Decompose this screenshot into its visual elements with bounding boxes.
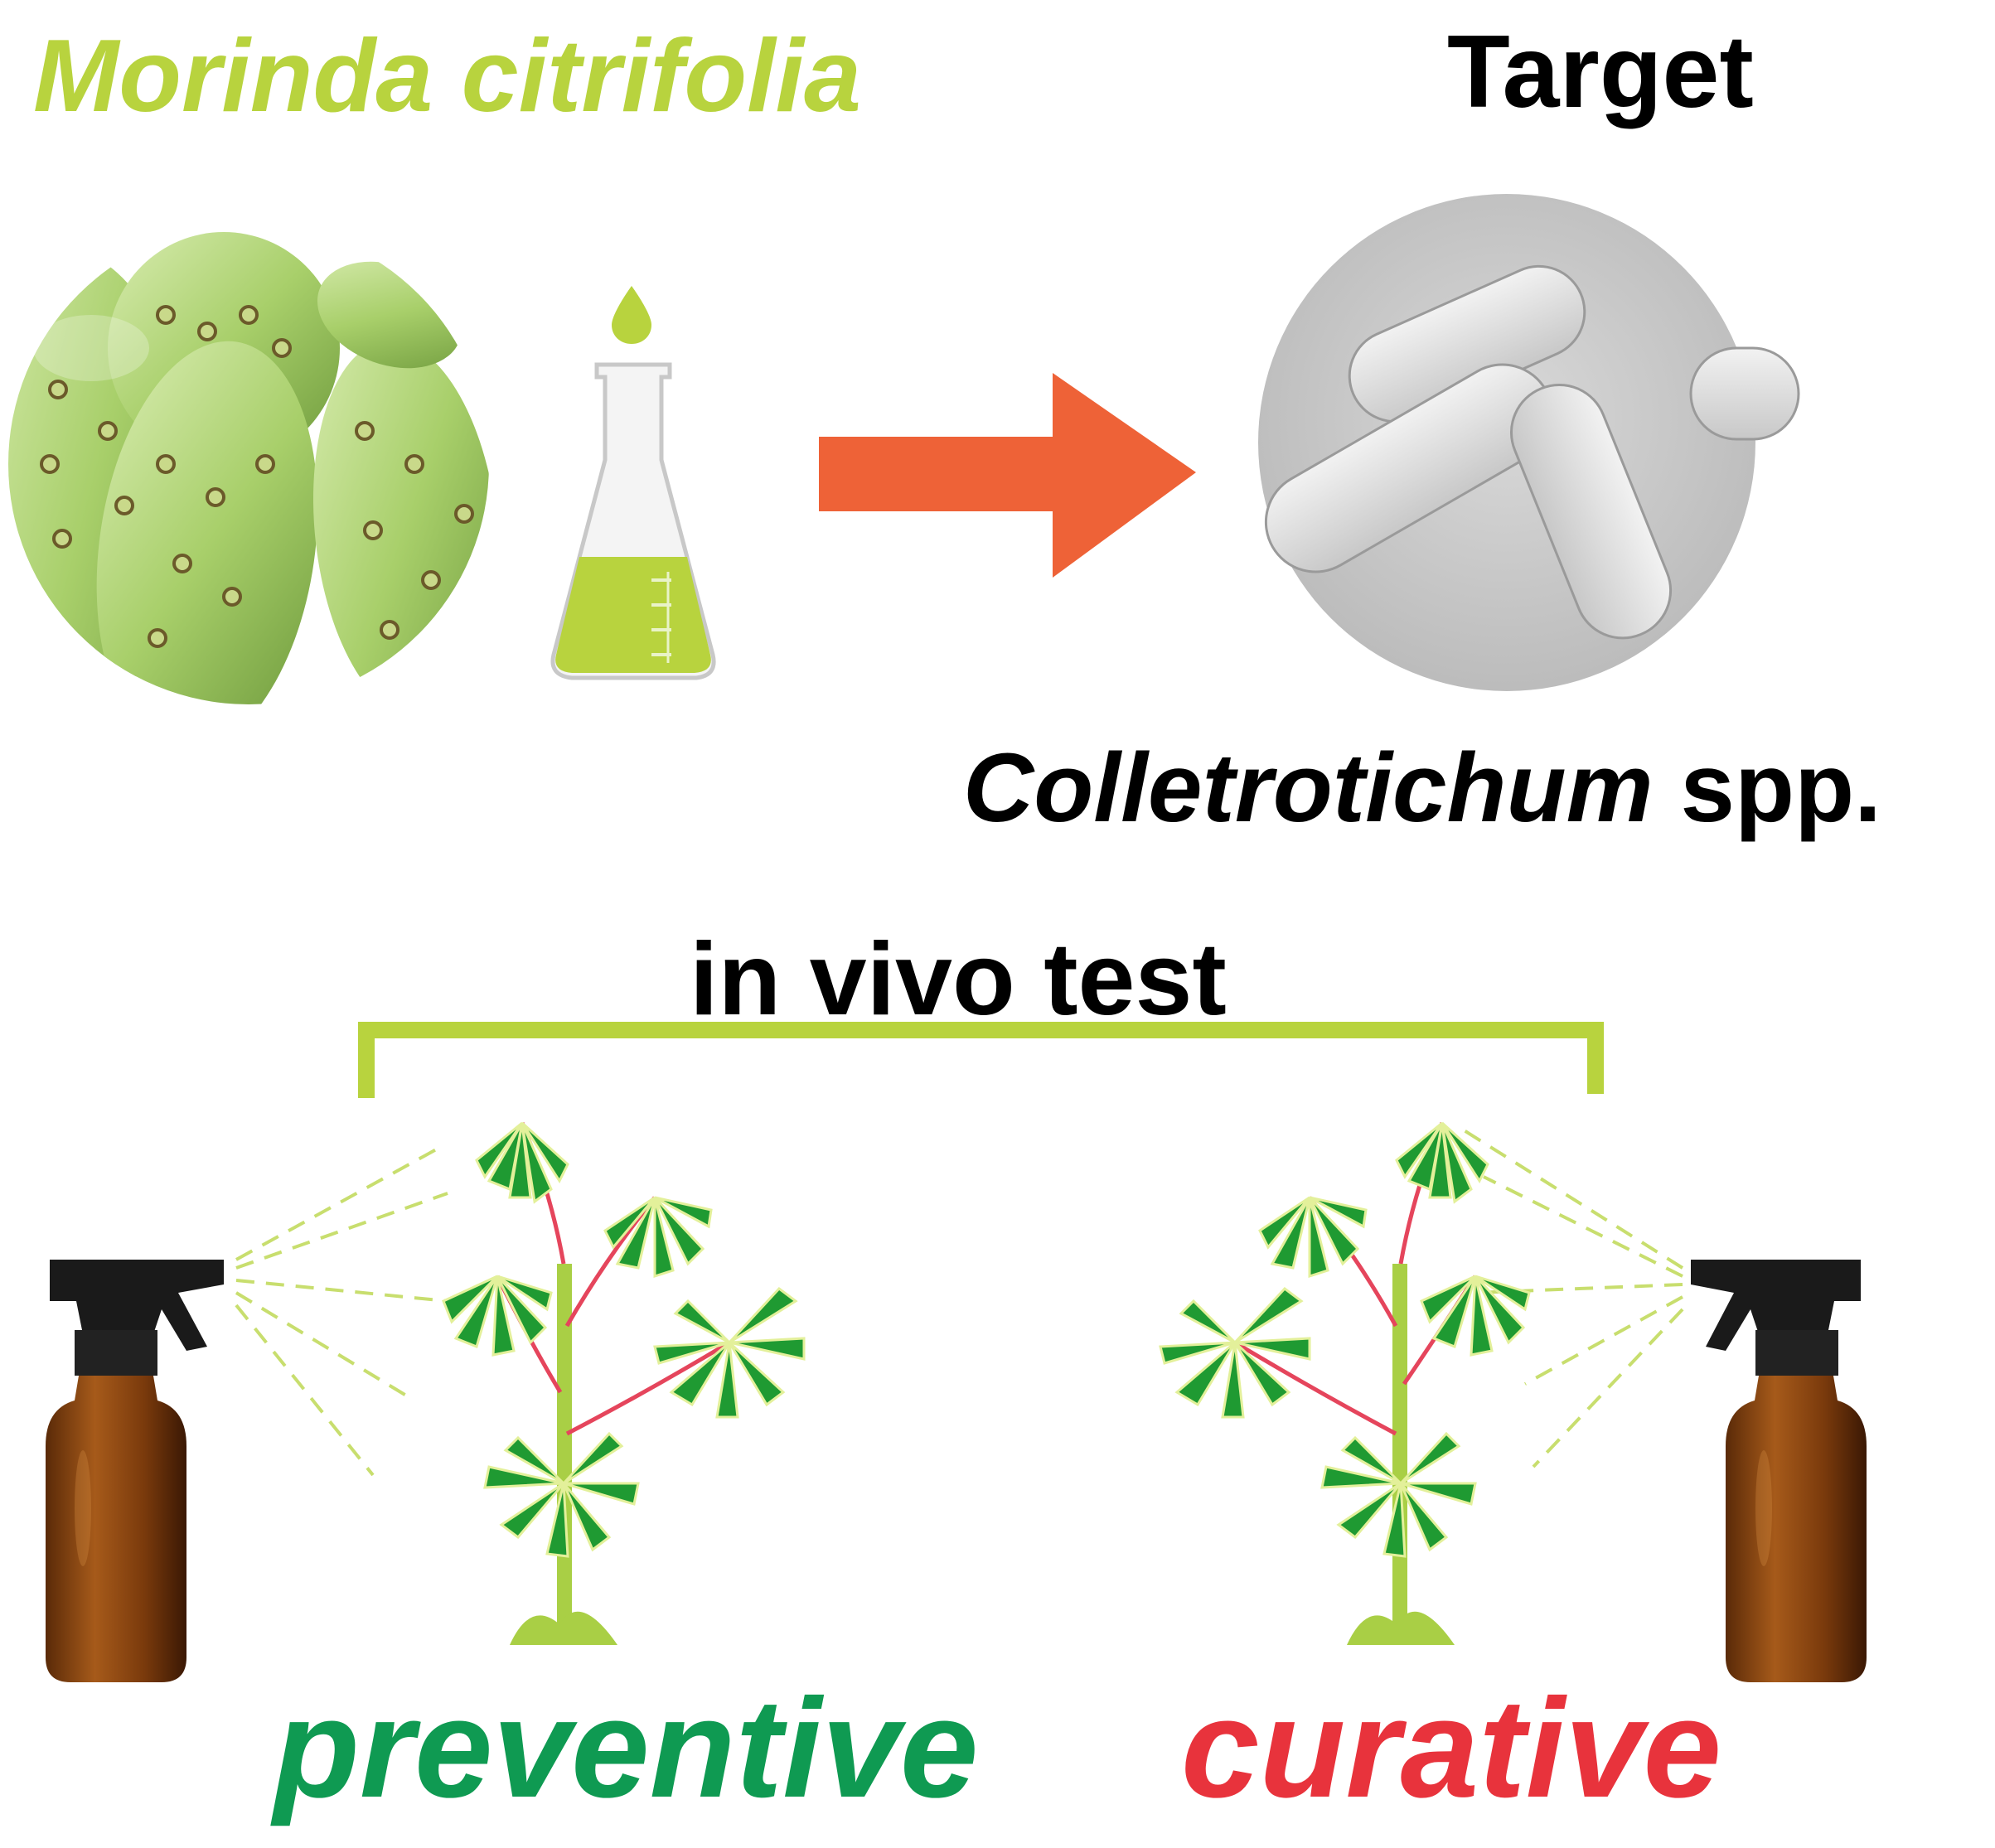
- cassava-plant-icon-preventive: [442, 1121, 806, 1645]
- in-vivo-bracket: [358, 1022, 1604, 1098]
- spore-micrograph: [1258, 194, 1800, 691]
- curative-label: curative: [1181, 1670, 1722, 1827]
- spray-mist-lines-right: [1457, 1125, 1684, 1468]
- target-heading: Target: [1447, 15, 1754, 129]
- pathogen-genus: Colletrotichum: [963, 733, 1654, 843]
- spray-bottle-icon-right: [1691, 1260, 1867, 1682]
- right-arrow-icon: [819, 373, 1196, 578]
- droplet-icon: [612, 286, 651, 344]
- noni-fruit-photo: [8, 232, 489, 704]
- pathogen-label: Colletrotichum spp.: [963, 739, 1881, 837]
- in-vivo-test-label: in vivo test: [690, 922, 1227, 1037]
- preventive-label: preventive: [274, 1670, 979, 1827]
- fruit-eye-spots: [40, 305, 474, 648]
- spray-mist-lines-left: [235, 1146, 448, 1477]
- pathogen-suffix: spp.: [1653, 733, 1881, 843]
- erlenmeyer-flask-icon: [550, 362, 716, 680]
- spray-bottle-icon-left: [46, 1260, 224, 1682]
- cassava-plant-icon-curative: [1159, 1121, 1531, 1645]
- plant-species-title: Morinda citrifolia: [33, 19, 861, 133]
